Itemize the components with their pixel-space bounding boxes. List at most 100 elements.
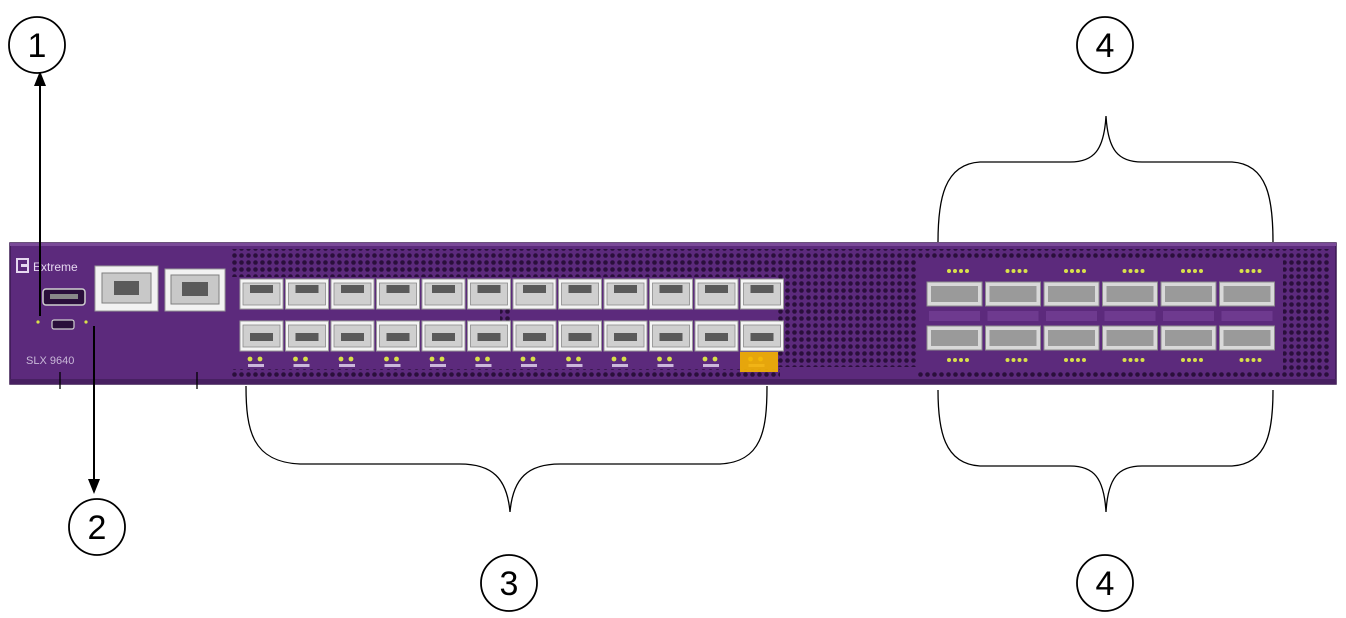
port-number-label [657,364,674,367]
sfp-led [1082,358,1086,362]
vent-grille [232,249,1331,379]
sfp-led [1128,358,1133,362]
rj45-port [558,278,602,310]
rj45-port [467,278,511,310]
sfp-led [965,358,969,362]
port-led [667,356,672,362]
rj45-port [512,278,557,310]
sfp-led [1070,269,1074,273]
port-led [303,356,308,362]
sfp-led [1082,269,1086,273]
rj45-port [694,320,739,352]
model-label: SLX 9640 [26,355,74,367]
sfp-port [1043,325,1100,351]
sfp-led [1245,269,1250,273]
port-led [247,356,253,362]
sfp-port [1160,281,1217,307]
sfp-led [1251,358,1256,362]
sfp-led [953,269,957,273]
sfp-port [1043,281,1100,307]
usb-port [42,288,86,306]
sfp-port-block [926,269,1275,362]
sfp-led [1251,269,1256,273]
sfp-led [1257,269,1262,273]
sfp-led [1023,358,1028,362]
sfp-led [1193,269,1197,273]
port-led [257,356,263,362]
port-led [485,356,490,362]
rj45-port [239,278,284,310]
sfp-label-strip [1104,311,1156,321]
callout-3: 3 [480,554,538,612]
port-led [702,356,708,362]
port-led [712,356,718,362]
port-number-label [566,364,583,367]
port-number-label [248,364,264,367]
sfp-led [959,358,963,362]
rj45-port [467,320,511,352]
port-led [293,356,298,362]
sfp-port [926,281,983,307]
sfp-led [1076,269,1080,273]
callout-4-bottom-brace [937,389,1274,513]
rj45-port [421,320,466,352]
callout-3-brace [245,385,768,513]
callout-2-label: 2 [88,509,107,547]
callout-2-arrow [88,326,100,494]
port-number-label [339,364,355,367]
sfp-led [1181,269,1185,273]
callout-1-arrow [34,71,46,316]
rj45-port [285,320,329,352]
sfp-led [1122,358,1127,362]
sfp-led [1011,269,1016,273]
sfp-led [1199,358,1203,362]
sfp-led [947,358,951,362]
sfp-led [1005,358,1010,362]
callout-1: 1 [8,16,66,74]
sfp-led [1193,358,1197,362]
port-number-label [475,364,492,367]
sfp-led [1134,269,1139,273]
port-number-label [293,364,310,367]
port-led [611,356,617,362]
sfp-led [1257,358,1262,362]
rj45-port [239,320,284,352]
port-led [475,356,480,362]
rj45-port [694,278,739,310]
sfp-led [947,269,951,273]
sfp-led [1187,269,1191,273]
port-led [530,356,536,362]
sfp-port [1160,325,1217,351]
rj45-port [330,320,375,352]
sfp-led [1239,358,1244,362]
sfp-port [1219,325,1275,351]
sfp-led [1140,269,1145,273]
rj45-port [558,320,602,352]
sfp-led [1070,358,1074,362]
sfp-port [926,325,983,351]
sfp-port [985,281,1041,307]
port-number-label [521,364,537,367]
rj45-port [603,278,648,310]
sfp-led [1134,358,1139,362]
sfp-label-strip [1046,311,1097,321]
rj45-port [285,278,329,310]
callout-4-top: 4 [1076,16,1134,74]
rj45-port [330,278,375,310]
callout-4-bottom-label: 4 [1096,565,1115,603]
sfp-led [1199,269,1203,273]
sfp-label-strip [987,311,1039,321]
rj45-port [740,278,784,310]
sfp-led [1245,358,1250,362]
sfp-led [959,269,963,273]
management-port-1 [94,265,159,312]
port-led [348,356,354,362]
sfp-led [1239,269,1244,273]
rj45-port [421,278,466,310]
port-led [384,356,389,362]
port-led [657,356,662,362]
rj45-port [649,320,693,352]
port-led [394,356,399,362]
port-led [520,356,526,362]
